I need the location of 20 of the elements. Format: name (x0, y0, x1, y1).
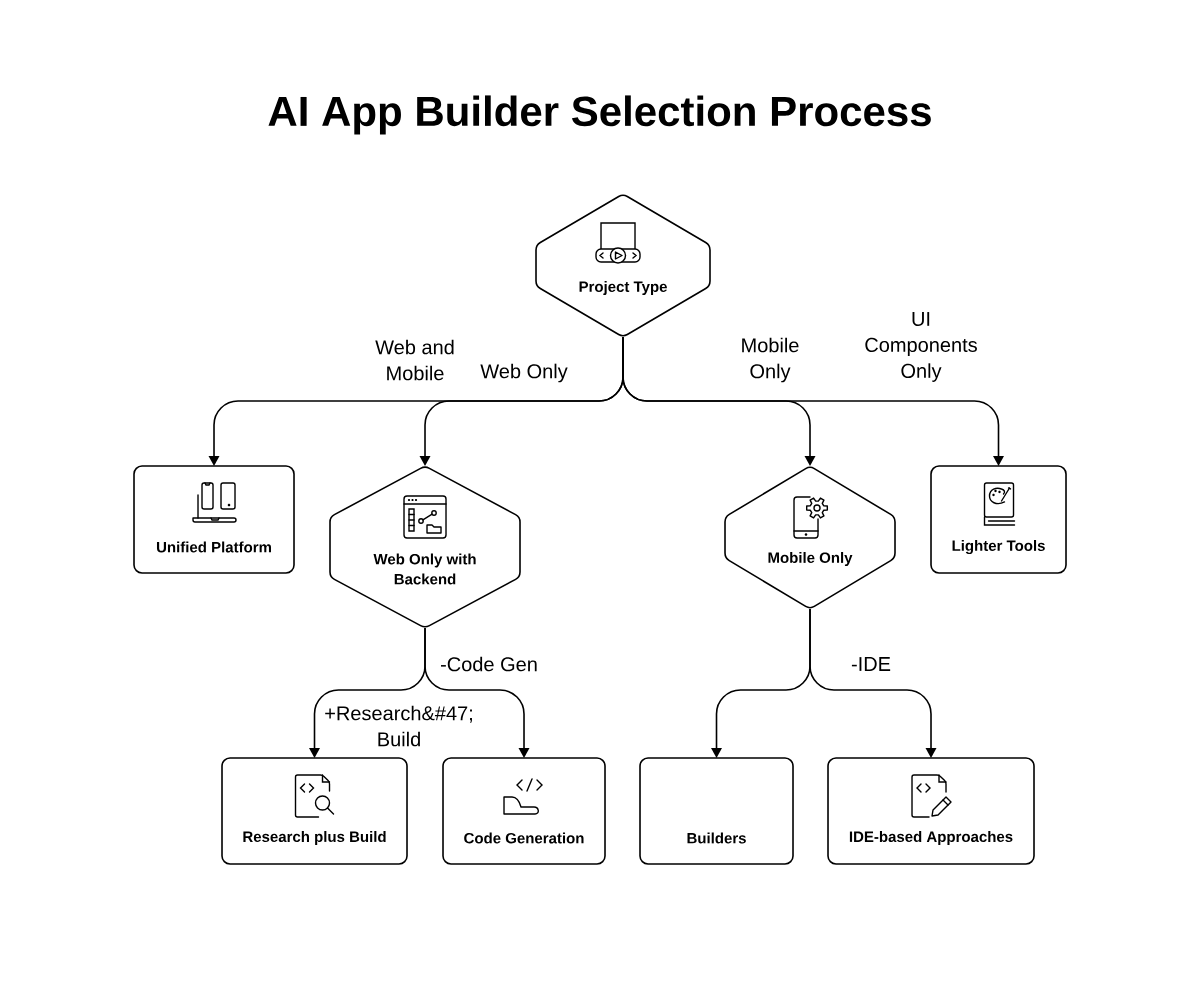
edge-label: +Research&#47; Build (323, 704, 475, 748)
decision-hexagon: Web Only with Backend (329, 466, 521, 628)
process-box: Unified Platform (133, 465, 295, 574)
edge-label: UI Components Only (863, 311, 979, 383)
decision-hexagon: Project Type (535, 194, 711, 337)
edge-label: -IDE (850, 656, 892, 672)
arrow (809, 608, 937, 758)
process-box: Lighter Tools (930, 465, 1067, 574)
process-box: Research plus Build (221, 757, 408, 865)
process-box: Builders (639, 757, 794, 865)
edge-label: Web Only (479, 362, 569, 384)
edge-label: Mobile Only (739, 336, 801, 384)
decision-hexagon: Mobile Only (724, 466, 896, 609)
edge-label: -Code Gen (439, 655, 539, 673)
arrow (622, 336, 1004, 466)
arrow (424, 627, 530, 758)
process-box: IDE-based Approaches (827, 757, 1035, 865)
process-box: Code Generation (442, 757, 606, 865)
edge-label: Web and Mobile (374, 338, 456, 382)
title: AI App Builder Selection Process (268, 95, 931, 135)
